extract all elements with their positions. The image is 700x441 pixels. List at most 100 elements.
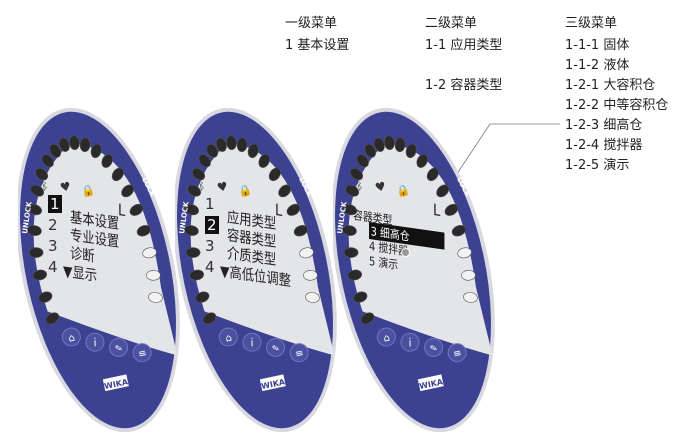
heart-icon: ♥: [374, 179, 387, 195]
bargraph-segment: [360, 312, 375, 325]
bluetooth-icon: ᛒ: [40, 179, 49, 193]
home-button[interactable]: [218, 326, 239, 347]
info-button[interactable]: [399, 332, 420, 353]
edit-button[interactable]: [423, 337, 444, 358]
level1-item: 1 基本设置: [285, 38, 350, 53]
level3-item: 1-2-1 大容积仓: [565, 78, 656, 93]
home-button[interactable]: [61, 326, 82, 347]
bargraph-segment: [384, 135, 395, 151]
menu-button[interactable]: [446, 342, 467, 363]
screen: [33, 142, 178, 356]
level2-item: 1-1 应用类型: [425, 38, 503, 53]
bluetooth-icon: ᛒ: [355, 179, 364, 193]
bargraph-segment: [350, 167, 364, 181]
home-button[interactable]: [376, 326, 397, 347]
bargraph-segment: [444, 203, 459, 216]
menu-button[interactable]: [131, 342, 152, 363]
bargraph-segment: [192, 167, 206, 181]
bargraph-segment: [364, 143, 377, 158]
wika-logo: [417, 374, 444, 392]
heart-icon: ♥: [216, 179, 229, 195]
bargraph-segment: [136, 225, 151, 237]
menu-number: 4: [48, 258, 58, 276]
bargraph-segment: [184, 204, 199, 216]
bargraph-segment: [129, 203, 144, 216]
svg-text:≡: ≡: [137, 348, 147, 361]
bargraph-segment: [236, 137, 248, 153]
bargraph-segment: [394, 137, 406, 153]
bargraph-segment: [121, 184, 135, 198]
bargraph-segment: [189, 269, 205, 281]
bargraph-segment: [461, 269, 476, 281]
bargraph-segment: [148, 292, 163, 303]
bargraph-segment: [286, 203, 301, 216]
menu-number: 4: [205, 258, 215, 276]
bargraph-segment: [184, 225, 199, 236]
bargraph-segment: [258, 153, 270, 168]
bargraph-segment: [38, 291, 53, 303]
bargraph-segment: [342, 225, 357, 236]
menu-number: 1: [48, 195, 62, 213]
bargraph-segment: [463, 292, 478, 303]
status-letter: L: [433, 200, 441, 221]
bargraph-segment: [405, 143, 417, 159]
bargraph-segment: [198, 154, 211, 168]
bargraph-segment: [373, 137, 385, 152]
wika-logo: [259, 374, 286, 392]
bargraph-segment: [27, 204, 42, 216]
bargraph-segment: [416, 153, 428, 168]
level3-item: 1-2-3 细高仓: [565, 118, 643, 133]
bargraph-segment: [345, 184, 360, 197]
bargraph-segment: [58, 137, 70, 152]
svg-text:i: i: [249, 336, 255, 349]
bargraph-segment: [247, 143, 259, 159]
lock-icon: 🔒: [395, 183, 411, 199]
edit-button[interactable]: [108, 337, 129, 358]
screen: [190, 142, 335, 356]
lock-icon: 🔒: [237, 183, 253, 199]
heart-icon: ♥: [59, 179, 72, 195]
bargraph-segment: [35, 167, 49, 181]
info-button[interactable]: [84, 332, 105, 353]
level3-item: 1-2-2 中等容积仓: [565, 98, 669, 113]
bargraph-segment: [32, 269, 48, 281]
info-button[interactable]: [241, 332, 262, 353]
leader-dot: [401, 248, 410, 257]
edit-button[interactable]: [265, 337, 286, 358]
svg-text:≡: ≡: [452, 348, 462, 361]
bargraph-segment: [353, 291, 368, 303]
svg-text:≡: ≡: [294, 348, 304, 361]
bargraph-segment: [146, 269, 161, 281]
lock-icon: 🔒: [80, 183, 96, 199]
bargraph-segment: [101, 153, 113, 168]
bargraph-segment: [49, 143, 62, 158]
bargraph-segment: [41, 154, 54, 168]
bargraph-segment: [305, 292, 320, 303]
header-level3: 三级菜单: [565, 16, 618, 31]
bargraph-segment: [202, 312, 217, 325]
bargraph-segment: [293, 225, 308, 237]
bargraph-segment: [343, 247, 359, 258]
level2-item: 1-2 容器类型: [425, 78, 503, 93]
menu-number: 2: [205, 216, 219, 234]
svg-text:⌂: ⌂: [382, 332, 391, 344]
menu-number: 3: [205, 237, 215, 255]
bargraph-segment: [436, 184, 450, 198]
bargraph-segment: [426, 167, 439, 182]
menu-number: 3: [48, 237, 58, 255]
svg-text:✎: ✎: [114, 344, 123, 355]
menu-number: 2: [48, 216, 58, 234]
level3-item: 1-2-4 搅拌器: [565, 138, 643, 153]
svg-text:✎: ✎: [429, 344, 438, 355]
bargraph-segment: [90, 143, 102, 159]
level3-item: 1-1-2 液体: [565, 58, 630, 73]
menu-button[interactable]: [288, 342, 309, 363]
bluetooth-icon: ᛒ: [197, 179, 206, 193]
bargraph-segment: [457, 247, 472, 259]
bargraph-segment: [111, 167, 124, 182]
svg-text:⌂: ⌂: [67, 332, 76, 344]
header-level2: 二级菜单: [425, 16, 478, 31]
